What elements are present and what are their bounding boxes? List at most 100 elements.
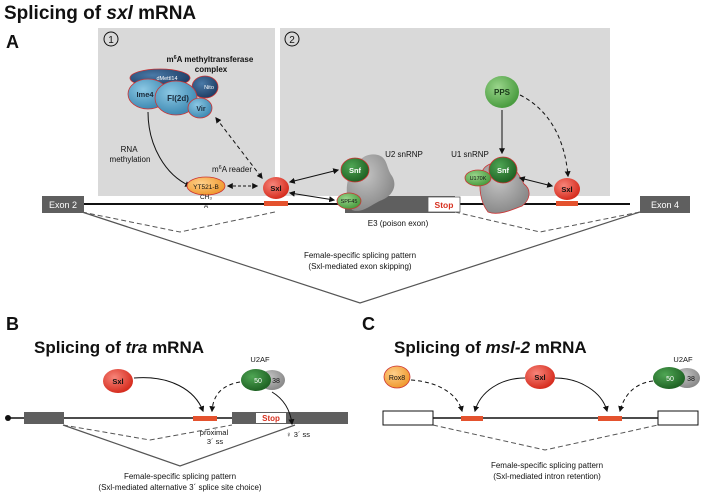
panel-b-female-splice (62, 424, 296, 467)
panel-a: A 1 2 Exon 2 Exon 4 Stop E3 (poison exon… (6, 28, 690, 304)
dmettl14-label: dMettl14 (156, 76, 177, 82)
sxl-protein-1-label: Sxl (270, 184, 281, 193)
msl2-u2af50-label: 50 (666, 376, 674, 383)
msl2-sxl-site-2 (598, 416, 622, 421)
rox8-label: Rox8 (389, 375, 405, 382)
u170k-label: U170K (470, 176, 487, 182)
tra-u2af-solid-arrow (271, 391, 295, 426)
ythdc-label: YT521-B (193, 184, 219, 191)
panel-c-pattern-line-1: Female-specific splicing pattern (491, 461, 603, 470)
exon-2 (42, 196, 84, 213)
u1-snrnp-label: U1 snRNP (451, 150, 489, 159)
spf45-protein (336, 192, 362, 210)
msl2-sxl-right-arrow (554, 377, 609, 413)
msl2-exon-1 (382, 410, 434, 426)
panel-b-pattern-line-1: Female-specific splicing pattern (124, 472, 236, 481)
msl2-sxl-protein (525, 365, 555, 389)
pps-label: PPS (494, 88, 511, 97)
figure-title: Splicing of sxl mRNA (4, 3, 196, 24)
rna-methylation-label: RNA methylation (110, 145, 151, 164)
panel-c-pattern-line-2: (Sxl-mediated intron retention) (493, 472, 601, 481)
mtase-line-2: complex (195, 65, 228, 74)
box-1-number-circle (103, 31, 119, 47)
panel-c: C Splicing of msl-2 mRNA Rox8 Sxl U2AF 3… (362, 314, 700, 481)
tra-u2af-dashed-arrow (209, 381, 241, 413)
tra-u2af50-label: 50 (254, 378, 262, 385)
u2-snrnp-label: U2 snRNP (385, 150, 423, 159)
box-2-number: 2 (289, 35, 295, 46)
panel-b-letter: B (6, 314, 19, 334)
methylation-arrow (147, 111, 192, 187)
sxl-protein-1 (263, 177, 289, 199)
msl2-exon-2 (657, 410, 699, 426)
sxl-spf45-arrow (288, 190, 336, 203)
snf-protein-2-label: Snf (497, 166, 510, 175)
snf-protein-2 (488, 156, 518, 184)
box-1-number: 1 (108, 35, 114, 46)
msl2-u2af50 (653, 367, 685, 389)
msl2-sxl-left-arrow (473, 377, 526, 413)
panel-a-pattern-line-1: Female-specific splicing pattern (304, 251, 416, 260)
box-2-background (280, 28, 610, 196)
rox8-dashed-arrow (410, 379, 464, 413)
exon-4-label: Exon 4 (651, 200, 679, 210)
sxl-site-2 (556, 201, 578, 206)
exon-4 (640, 196, 690, 213)
panel-b-title: Splicing of tra mRNA (34, 338, 204, 357)
stop-codon-label: Stop (435, 200, 454, 210)
tra-exon-1 (24, 412, 64, 424)
nito-label: Nito (204, 85, 214, 91)
tra-u2af38-label: 38 (272, 378, 280, 385)
stop-codon-box (427, 196, 461, 213)
vir-label: Vir (196, 106, 205, 113)
proximal-line-1: proximal (200, 428, 229, 437)
mtase-complex-label: m6A methyltransferase complex (166, 55, 255, 74)
snf-protein-1 (340, 157, 370, 183)
msl2-sxl-site-1 (461, 416, 483, 421)
panel-b: B Splicing of tra mRNA Stop proximal 3´ … (5, 314, 348, 492)
msl2-sxl-label: Sxl (534, 373, 545, 382)
tra-sxl-site (193, 416, 217, 421)
tra-stop-box (256, 413, 286, 423)
e3-label: E3 (poison exon) (368, 219, 429, 228)
methylated-a-label: A (204, 203, 209, 210)
default-splice-line-right (454, 211, 641, 233)
m6a-reader-label: m6A reader (212, 165, 252, 174)
proximal-line-2: 3´ ss (207, 437, 224, 446)
female-splice-line (81, 211, 641, 304)
exon-2-label: Exon 2 (49, 200, 77, 210)
ch3-label: CH₃ (200, 194, 212, 201)
rna-methylation-line-2: methylation (110, 155, 151, 164)
ythdc-reader (186, 176, 226, 196)
msl2-u2af38-label: 38 (687, 376, 695, 383)
panel-c-letter: C (362, 314, 375, 334)
fl2d-label: Fl(2d) (167, 94, 189, 103)
snf-sxl-arrow (518, 176, 554, 188)
tra-sxl-label: Sxl (112, 377, 123, 386)
sxl-snf-arrow (288, 168, 340, 184)
panel-b-default-splice (62, 424, 233, 441)
vir-subunit (187, 97, 213, 119)
pps-sxl-dashed-arrow (519, 94, 571, 178)
rox8-protein (383, 365, 411, 389)
tra-sxl-protein (103, 369, 133, 393)
sxl-protein-2-label: Sxl (561, 185, 572, 194)
u170k-protein (464, 169, 492, 187)
rna-methylation-line-1: RNA (121, 145, 139, 154)
panel-a-pattern-line-2: (Sxl-mediated exon skipping) (308, 262, 411, 271)
tra-u2af-label: U2AF (250, 355, 270, 364)
panel-c-default-splice (432, 424, 659, 451)
default-splice-line-left (81, 211, 276, 233)
box-2-number-circle (284, 31, 300, 47)
sxl-protein-2 (554, 178, 580, 200)
panel-a-letter: A (6, 32, 19, 52)
tra-u2af50 (241, 369, 271, 391)
tra-stop-label: Stop (262, 414, 280, 423)
ime4-label: Ime4 (136, 90, 154, 99)
tra-sxl-arrow (133, 377, 205, 413)
msl2-u2af-label: U2AF (673, 355, 693, 364)
snf-protein-1-label: Snf (349, 166, 362, 175)
spf45-label: SPF45 (341, 199, 358, 205)
panel-b-pattern-line-2: (Sxl-mediated alternative 3´ splice site… (98, 483, 262, 492)
